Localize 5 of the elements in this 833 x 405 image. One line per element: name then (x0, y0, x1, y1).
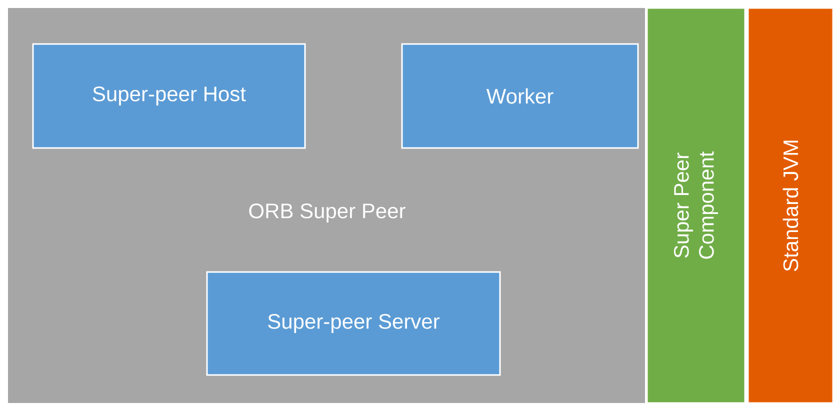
component-box: Super-peer Server (206, 271, 501, 376)
component-panel: Standard JVM (747, 7, 833, 404)
component-panel: Super Peer Component (646, 7, 746, 404)
component-box: Worker (401, 43, 639, 149)
component-box: Super-peer Host (32, 43, 306, 149)
